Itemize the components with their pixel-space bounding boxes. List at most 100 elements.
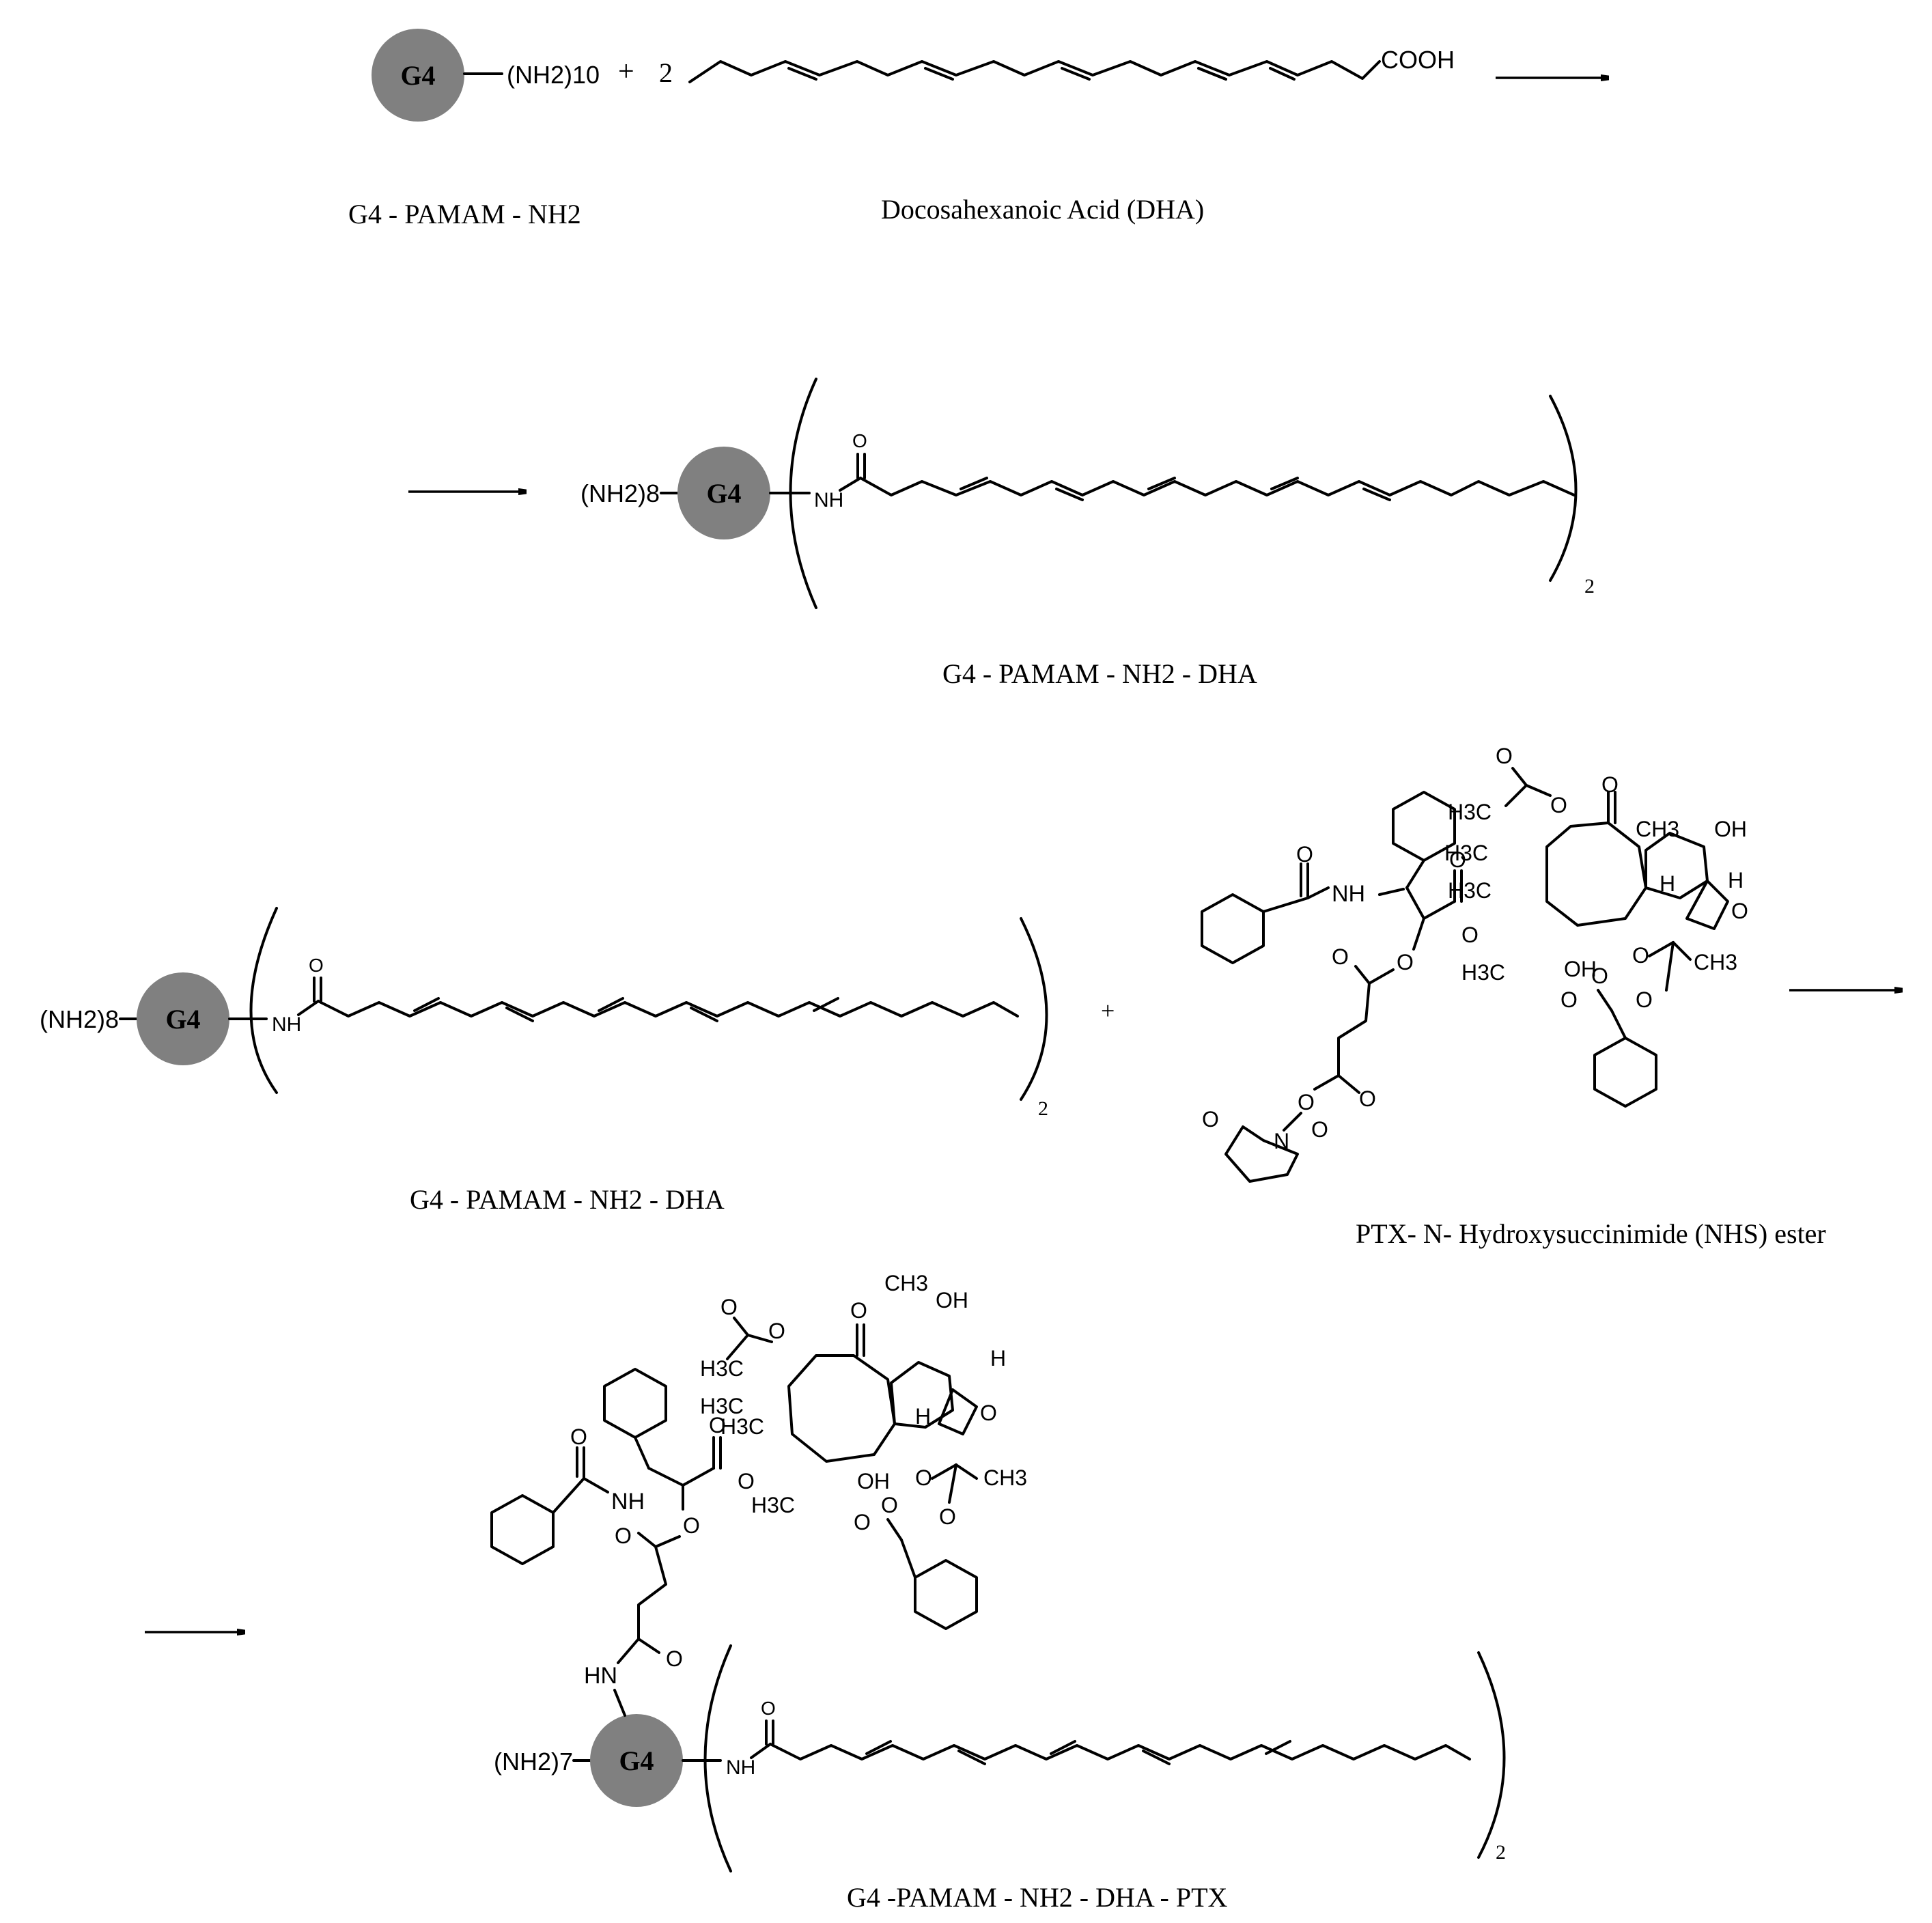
linker-hn: HN xyxy=(584,1663,617,1689)
amine-groups: (NH2)10 xyxy=(507,61,600,89)
carboxyl-group: COOH xyxy=(1381,46,1455,74)
bond xyxy=(1378,888,1405,896)
dha-chain xyxy=(769,1743,1471,1760)
amine-groups-label: (NH2)8 xyxy=(40,1005,119,1033)
plus-sign: + xyxy=(618,56,634,87)
h3c-label: H3C xyxy=(1444,841,1488,865)
acetyl-o: O xyxy=(1632,943,1649,968)
amide-bond xyxy=(297,1000,320,1016)
bracket-left xyxy=(703,1644,732,1872)
taxane-eight-ring xyxy=(1545,822,1647,927)
imide-o: O xyxy=(1202,1107,1219,1132)
h3c-label: H3C xyxy=(720,1414,764,1439)
benzoate-o: O xyxy=(1591,964,1608,988)
chain-double-bonds xyxy=(960,477,1391,501)
ester-o: O xyxy=(683,1513,700,1538)
carbonyl-o: O xyxy=(666,1646,683,1671)
ptx-nhs-ester-structure: NH O O O O O O O N O O O H3C O xyxy=(1201,744,1748,1183)
bond xyxy=(900,1539,916,1579)
nhs-ester-o: O xyxy=(1298,1090,1315,1114)
carbonyl xyxy=(637,1638,660,1654)
phenyl-ring xyxy=(603,1368,667,1439)
amide-nh: NH xyxy=(814,489,843,511)
carbonyl-o: O xyxy=(570,1424,587,1449)
succinate-linker xyxy=(637,1545,667,1640)
carbonyl-o: O xyxy=(1449,847,1466,872)
bond xyxy=(1405,886,1425,920)
taxane-six-ring xyxy=(1644,832,1709,899)
carbonyl-o: O xyxy=(1296,842,1313,867)
dha-chain xyxy=(859,477,1576,496)
ketone-o: O xyxy=(850,1298,867,1323)
g4-core-label: G4 xyxy=(400,60,435,91)
benzoyl-ring xyxy=(490,1494,555,1565)
carbonyl xyxy=(1337,1074,1360,1094)
h3c-label: H3C xyxy=(700,1394,744,1418)
bracket-right xyxy=(1477,1651,1506,1859)
g4-dendrimer-core xyxy=(590,1714,683,1807)
ch3-label: CH3 xyxy=(884,1271,928,1295)
benzoyl-ring xyxy=(1201,893,1265,964)
amide-oxygen: O xyxy=(761,1698,776,1719)
product-name: G4 -PAMAM - NH2 - DHA - PTX xyxy=(847,1882,1228,1913)
h-label: H xyxy=(990,1346,1006,1371)
bond xyxy=(634,1436,650,1470)
acetyl-o: O xyxy=(1496,744,1513,768)
taxane-eight-ring xyxy=(787,1354,896,1463)
imide-o: O xyxy=(1311,1117,1328,1142)
bond xyxy=(654,1535,681,1548)
multiplier: 2 xyxy=(1038,1097,1048,1120)
product-name: G4 - PAMAM - NH2 - DHA xyxy=(942,658,1257,689)
acetyl-o: O xyxy=(939,1504,956,1529)
bond xyxy=(1597,989,1613,1012)
succinimide-ring xyxy=(1224,1125,1299,1183)
acetyl-o: O xyxy=(1636,987,1653,1012)
amine-groups-label: (NH2)8 xyxy=(580,479,660,507)
step3-row: (NH2)8 G4 NH O 2 + G4 - PAMAM - NH2 - DH… xyxy=(40,907,1902,1249)
ketone-o: O xyxy=(1601,772,1619,797)
g4-dendrimer-core xyxy=(372,29,464,122)
bond xyxy=(1610,1009,1627,1039)
oh-label: OH xyxy=(1714,817,1747,841)
carbonyl-o: O xyxy=(709,1413,726,1437)
oxetane-o: O xyxy=(980,1401,997,1425)
bond xyxy=(948,1463,957,1504)
benzoate-o: O xyxy=(854,1510,871,1534)
amide-nh: NH xyxy=(726,1756,755,1779)
amine-groups-label: (NH2)10 xyxy=(507,61,600,89)
bond xyxy=(1648,941,1675,957)
bond xyxy=(1306,886,1330,899)
oxetane-o: O xyxy=(1731,899,1748,923)
acetyl-o: O xyxy=(1550,793,1567,817)
phenyl-ring xyxy=(1392,791,1456,862)
bond xyxy=(1313,1074,1340,1091)
reactant1-name: G4 - PAMAM - NH2 xyxy=(348,199,581,229)
amide-oxygen: O xyxy=(852,430,867,451)
bond xyxy=(647,1467,684,1487)
ester-o: O xyxy=(738,1469,755,1493)
bond xyxy=(1262,897,1309,913)
step1-row: G4 (NH2)10 + 2 COOH G4 - PAMAM - NH2 Doc… xyxy=(348,29,1608,229)
g4-dendrimer-core xyxy=(677,447,770,539)
carbonyl xyxy=(637,1532,657,1548)
benzoate-o: O xyxy=(1560,987,1578,1012)
oxetane-ring xyxy=(1685,880,1729,930)
bond xyxy=(931,1463,957,1480)
g4-core-label: G4 xyxy=(619,1745,654,1776)
taxane-six-ring xyxy=(890,1361,954,1429)
bond xyxy=(955,1463,978,1480)
bond xyxy=(1283,1112,1302,1132)
bond xyxy=(886,1518,903,1541)
acetyl-o: O xyxy=(720,1295,738,1319)
carbonyl-o: O xyxy=(1359,1086,1376,1111)
ester-o: O xyxy=(1397,950,1414,974)
h3c-label: H3C xyxy=(1448,800,1492,824)
amine-groups-label: (NH2)7 xyxy=(494,1747,573,1775)
acetyl-o: O xyxy=(768,1319,785,1343)
h3c-label: H3C xyxy=(700,1356,744,1381)
bracket-right xyxy=(1020,917,1048,1101)
reactant2-name: Docosahexanoic Acid (DHA) xyxy=(881,194,1204,225)
benzoate-ring xyxy=(914,1559,978,1630)
